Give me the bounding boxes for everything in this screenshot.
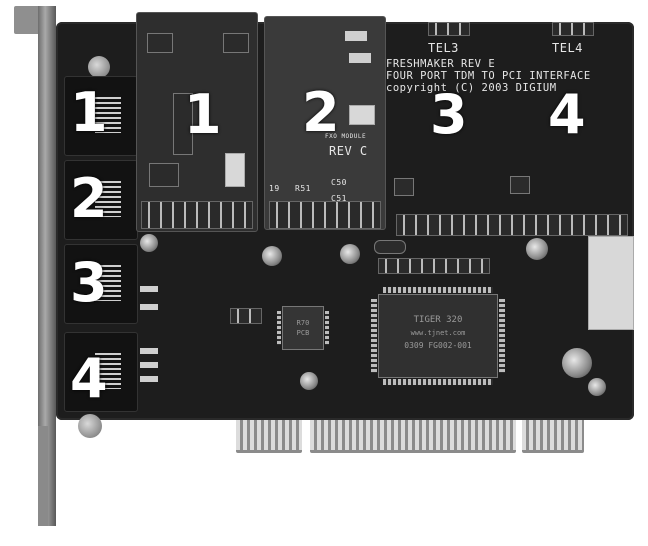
jumper-p6 [230,308,262,324]
module2-ref-c50: C50 [331,178,347,187]
port-label-1: 1 [70,81,108,144]
capacitor-c45 [300,372,318,390]
pci-bracket [14,6,56,526]
port-label-3: 3 [70,251,108,314]
capacitor-c7 [262,246,282,266]
fxo-module-2: REV C FXO MODULE C50 C51 R51 19 [264,16,386,230]
pci-edge-segment-1 [236,420,302,453]
capacitor-c70 [588,378,606,396]
module1-pin-header [141,201,253,229]
jumper-header [378,258,490,274]
silk-board-description: FOUR PORT TDM TO PCI INTERFACE [386,70,591,82]
port-label-2: 2 [70,167,108,230]
chip-line-2: www.tjnet.com [410,329,466,337]
module1-regulator-a [147,33,173,53]
silk-tel3: TEL3 [428,41,459,55]
codec-chip-line-1: R70 [296,319,310,327]
chip-line-1: TIGER 320 [413,315,463,325]
tel3-header [428,22,470,36]
capacitor-c73 [140,234,158,252]
fxs-module-1 [136,12,258,232]
module2-ref-c51: C51 [331,194,347,203]
regulator-u8 [394,178,414,196]
module-label-1: 1 [184,83,222,146]
port-label-4: 4 [70,347,108,410]
module-label-2: 2 [302,81,340,144]
rj11-jack-1 [64,76,138,156]
regulator-u9 [510,176,530,194]
capacitor-c20 [526,238,548,260]
tel4-header [552,22,594,36]
resistor-r40 [140,286,158,292]
module2-component [349,105,375,125]
codec-chip-line-2: PCB [296,329,310,337]
silk-copyright: copyright (C) 2003 DIGIUM [386,82,557,94]
mounting-screw-top [88,56,110,78]
module2-ref-r51: R51 [295,184,311,193]
power-connector-p4 [588,236,634,330]
capacitor-c41 [562,348,592,378]
resistor-r32 [140,376,158,382]
module1-relay [225,153,245,187]
mounting-screw-bottom [78,414,102,438]
module2-ref-19: 19 [269,184,280,193]
resistor-r42 [140,348,158,354]
module1-regulator-b [223,33,249,53]
capacitor-c75 [340,244,360,264]
bracket-plate [38,6,56,526]
tiger320-chip: TIGER 320 www.tjnet.com 0309 FG002-001 [371,287,505,385]
silk-board-name: FRESHMAKER REV E [386,58,496,70]
pcb-board: REV C FXO MODULE C50 C51 R51 19 TEL3 TEL… [56,12,634,438]
module2-revision: REV C [329,144,368,158]
module2-subtitle: FXO MODULE [325,133,367,140]
rj11-jack-2 [64,160,138,240]
header-label-4: 4 [548,83,586,146]
module1-ic [173,93,193,155]
resistor-r41 [140,304,158,310]
module2-pin-header [269,201,381,229]
codec-chip: R70 PCB [277,306,329,350]
pci-edge-segment-3 [522,420,584,453]
pci-edge-segment-2 [310,420,516,453]
crystal [374,240,406,254]
rj11-jack-4 [64,332,138,412]
module-socket-header [396,214,628,236]
header-label-3: 3 [430,83,468,146]
silk-tel4: TEL4 [552,41,583,55]
chip-line-3: 0309 FG002-001 [404,341,472,350]
bracket-foot [38,426,48,526]
resistor-r44 [140,362,158,368]
rj11-jack-3 [64,244,138,324]
module1-transistor [149,163,179,187]
